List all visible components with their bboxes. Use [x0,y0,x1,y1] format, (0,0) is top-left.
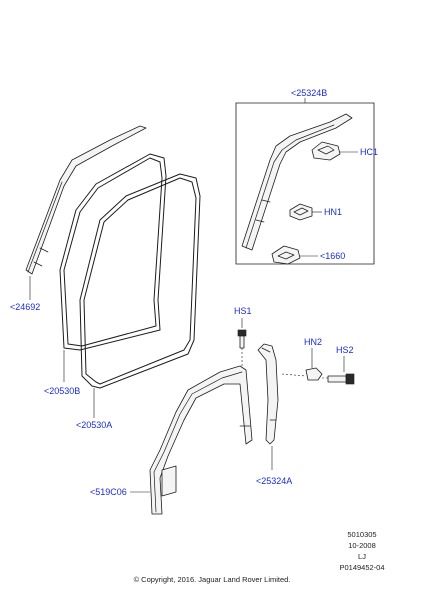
part-screw-HS2 [322,356,355,385]
part-clip-HC1 [311,141,358,161]
part-clip-HN1 [289,203,322,221]
callout-20530A[interactable]: <20530A [76,420,113,430]
detail-box-25324B [235,98,375,265]
part-bolt-HS1 [237,318,247,366]
part-nut-HN2 [281,348,323,381]
part-trim-25324A [257,343,279,470]
callout-25324B[interactable]: <25324B [291,88,328,98]
part-upper-trim-25324B [241,113,353,251]
callout-519C06[interactable]: <519C06 [90,487,127,497]
callout-HS1[interactable]: HS1 [234,306,252,316]
callout-1660[interactable]: <1660 [320,251,346,261]
part-frame-519C06 [130,365,253,515]
part-clip-1660 [271,245,318,265]
callout-HN1[interactable]: HN1 [324,207,343,217]
copyright-notice: © Copyright, 2016. Jaguar Land Rover Lim… [133,575,291,584]
callout-HN2[interactable]: HN2 [304,337,323,347]
callout-20530B[interactable]: <20530B [44,386,81,396]
callout-25324A[interactable]: <25324A [256,476,293,486]
callout-24692[interactable]: <24692 [10,302,41,312]
callout-HS2[interactable]: HS2 [336,345,354,355]
diagram-initials: LJ [358,552,366,561]
callout-HC1[interactable]: HC1 [360,147,379,157]
part-seal-20530A [79,173,201,418]
part-seal-20530B [59,153,167,382]
diagram-code: 5010305 [347,530,377,539]
diagram-date: 10-2008 [348,541,376,550]
diagram-reference: P0149452-04 [339,563,385,572]
part-trim-24692 [25,125,147,300]
